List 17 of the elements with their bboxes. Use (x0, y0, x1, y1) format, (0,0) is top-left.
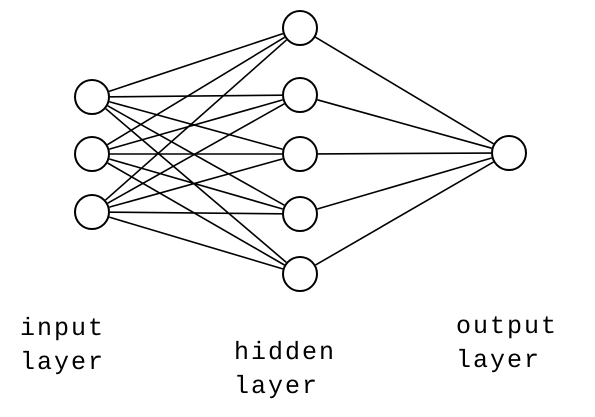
layer-label: hidden layer (234, 337, 338, 403)
connection-line (315, 36, 494, 144)
connection-line (315, 161, 494, 266)
connection-line (110, 94, 282, 98)
connection-line (109, 216, 283, 270)
connection-line (108, 32, 284, 92)
connection-line (104, 39, 288, 201)
connection-line (110, 153, 282, 155)
layer-label: output layer (456, 311, 560, 377)
connection-line (317, 99, 492, 149)
connection-line (105, 108, 287, 263)
layer-label: input layer (20, 313, 106, 379)
connection-line (107, 162, 285, 266)
connection-line (317, 157, 492, 210)
connection-line (110, 211, 282, 215)
connection-line (318, 152, 491, 155)
connection-line (106, 36, 286, 146)
